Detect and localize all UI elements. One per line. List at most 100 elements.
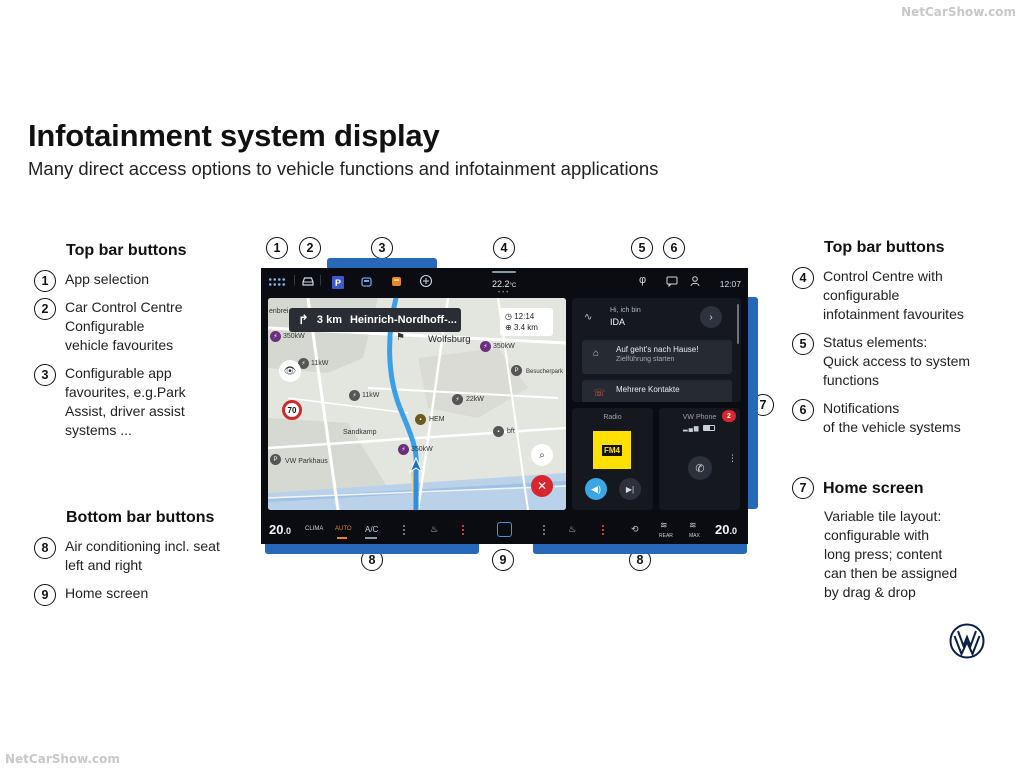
car-icon[interactable] [301,275,315,290]
poi-icon: ▪ [493,426,504,437]
legend-text: Home screen [65,585,149,601]
maneuver-banner[interactable]: ↱ 3 km Heinrich-Nordhoff-... [289,308,461,332]
add-favourite-icon[interactable] [419,274,433,291]
auto-active-indicator [337,537,347,539]
num-badge: 9 [34,584,56,606]
legend-item-4: 4 Control Centre with configurable infot… [792,267,964,324]
radio-volume-button[interactable]: ◀) [585,478,607,500]
legend-text: Air conditioning incl. seat left and rig… [65,538,220,573]
home-button[interactable] [497,522,512,537]
passenger-temperature[interactable]: 20.0 [715,522,737,537]
skip-next-icon: ▶| [625,484,635,494]
radio-next-button[interactable]: ▶| [619,478,641,500]
driver-temperature[interactable]: 20.0 [269,522,291,537]
turn-right-icon: ↱ [298,312,309,327]
map-label-enbrei: enbrei [269,308,289,315]
callout-3: 3 [371,237,393,259]
parking-icon: P [511,365,522,376]
highlight-bar-climate-left [265,542,479,554]
rear-defrost-icon[interactable]: ≋ [660,520,668,530]
map-label-power: 22kW [466,396,484,403]
map-label-vw-parkhaus: VW Parkhaus [285,458,328,465]
seat-heating-right-icon[interactable]: ♨ [568,524,577,534]
watermark-top: NetCarShow.com [901,5,1016,19]
scrollbar[interactable] [737,304,739,344]
highlight-bar-home-tiles [746,297,758,509]
contacts-icon: ☏ [593,388,606,399]
max-defrost-icon[interactable]: ≋ [689,520,697,530]
charging-point-icon: ⚡ [298,358,309,369]
seat-heating-right-level [602,525,604,535]
eta-box[interactable]: ◷ 12:14 ⊕ 3.4 km [500,308,553,336]
seat-level-left [403,525,405,535]
maneuver-street: Heinrich-Nordhoff-... [349,314,457,326]
callout-5: 5 [631,237,653,259]
vehicle-mode-icon[interactable] [390,275,403,291]
search-icon: ⌕ [539,449,545,461]
legend-text: Status elements: Quick access to system … [823,334,971,388]
map-label-hem: HEM [429,416,445,423]
clima-button[interactable]: CLIMA [305,526,324,532]
home-icon: ⌂ [593,348,600,359]
call-button[interactable]: ✆ [688,456,712,480]
legend-text: Configurable app favourites, e.g.Park As… [65,365,186,438]
callout-9: 9 [492,549,514,571]
temp-whole: 20 [715,522,730,537]
driver-assist-icon[interactable] [360,275,373,291]
stop-guidance-button[interactable]: ✕ [531,475,553,497]
messages-icon[interactable] [666,276,678,290]
more-options-icon[interactable]: ⋮ [728,453,737,463]
infotainment-screen: | | P 22.2°C ••• φ 12:07 [261,268,748,544]
ida-next-button[interactable]: › [700,306,722,328]
app-grid-icon[interactable] [268,277,286,287]
charging-station-icon: ⚡ [270,331,281,342]
max-defrost-label: MAX [689,533,700,539]
phone-status-icon[interactable]: φ [639,274,647,286]
temp-whole: 20 [269,522,284,537]
ida-voice-assistant-tile[interactable]: ∿ Hi, ich bin IDA › ⌂ Auf geht's nach Ha… [572,298,741,402]
home-screen-text: Variable tile layout: configurable with … [824,507,957,602]
highlight-bar-app-favourites [327,258,437,270]
divider: | [293,274,296,286]
charging-station-icon: ⚡ [480,341,491,352]
callout-1: 1 [266,237,288,259]
clock-icon: ◷ [505,312,515,321]
control-centre-handle[interactable] [492,271,516,273]
map-label-sandkamp: Sandkamp [343,429,377,436]
navigation-map-tile[interactable]: ↱ 3 km Heinrich-Nordhoff-... ⚑ ◷ 12:14 ⊕… [268,298,566,510]
park-assist-icon[interactable]: P [332,276,344,289]
charging-point-icon: ⚡ [452,394,463,405]
num-badge: 4 [792,267,814,289]
legend-text: Notifications of the vehicle systems [823,400,961,435]
eta-distance: 3.4 km [513,323,538,332]
maneuver-distance: 3 km [316,314,342,326]
user-profile-icon[interactable] [689,275,701,290]
top-bar: | | P 22.2°C ••• φ 12:07 [261,268,748,296]
temperature-value: 22.2 [492,279,510,289]
temp-decimal: .0 [283,526,291,536]
radio-tile[interactable]: Radio FM4 ◀) ▶| [572,408,653,510]
ida-suggestion-contacts[interactable]: ☏ Mehrere Kontakte [582,380,732,402]
charging-station-icon: ⚡ [398,444,409,455]
legend-item-2: 2 Car Control Centre Configurable vehicl… [34,298,183,355]
ac-button[interactable]: A/C [365,525,379,534]
map-label-bft: bft [507,428,515,435]
temp-decimal: .0 [729,526,737,536]
num-badge: 7 [792,477,814,499]
chevron-right-icon: › [709,311,713,323]
left-bottom-heading: Bottom bar buttons [66,509,215,526]
map-label-power: 11kW [311,360,329,367]
map-search-button[interactable]: ⌕ [531,444,553,466]
legend-item-1: 1 App selection [34,270,149,292]
eta-distance-row: ⊕ 3.4 km [505,322,548,333]
callout-4: 4 [493,237,515,259]
map-view-toggle-button[interactable]: 👁 [279,360,301,382]
air-recirculation-icon[interactable]: ⟲ [631,524,639,534]
auto-button[interactable]: AUTO [335,526,352,532]
phone-tile[interactable]: VW Phone 2 ▂▄▆ ✆ ⋮ [659,408,740,510]
seat-heating-left-icon[interactable]: ♨ [430,524,439,534]
ida-suggestion-home[interactable]: ⌂ Auf geht's nach Hause! Zielführung sta… [582,340,732,374]
suggestion-title: Auf geht's nach Hause! [616,345,699,354]
seat-level-right [543,525,545,535]
control-centre-temperature[interactable]: 22.2°C [492,279,516,289]
